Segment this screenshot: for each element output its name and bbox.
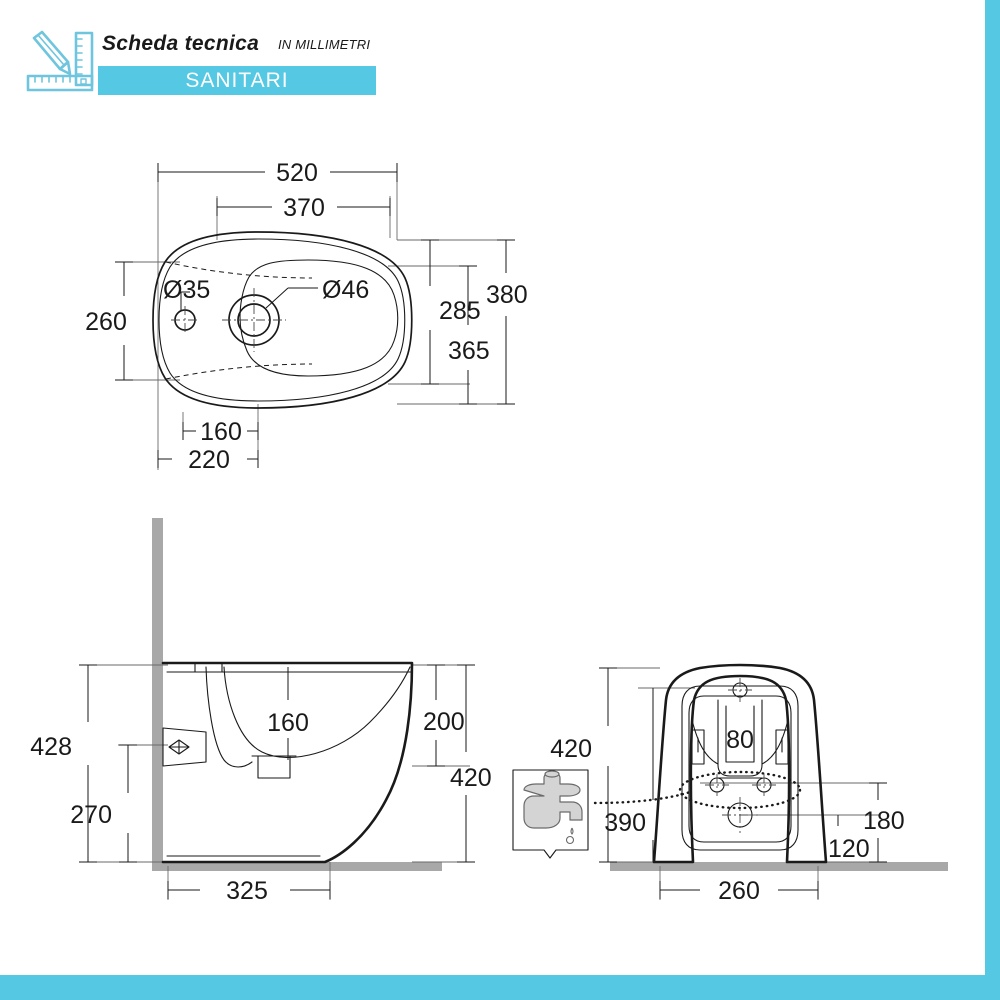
dimension-428: 428 <box>30 664 97 863</box>
fixing-hole-left <box>705 774 729 796</box>
bowl-inner-curve <box>223 666 411 758</box>
top-view: 520 370 260 <box>85 159 528 474</box>
dimension-160-side: 160 <box>267 667 309 760</box>
dimension-label: 220 <box>188 446 230 474</box>
dimension-label: 80 <box>726 726 754 754</box>
dimension-160-top: 160 <box>182 418 259 446</box>
header: Scheda tecnica IN MILLIMETRI SANITARI <box>0 0 420 110</box>
dimension-label: 420 <box>550 735 592 763</box>
dimension-325: 325 <box>167 877 331 905</box>
fixing-hole-right <box>752 774 776 796</box>
dimension-420-side: 420 <box>450 664 492 863</box>
dimension-label: 520 <box>276 159 318 187</box>
faucet-icon-frame <box>512 769 589 859</box>
hole-35 <box>171 306 199 334</box>
dimension-label: 428 <box>30 733 72 761</box>
dimension-520: 520 <box>157 159 398 187</box>
floor <box>152 862 442 871</box>
bowl-channel <box>717 699 763 777</box>
dimension-label: 260 <box>85 308 127 336</box>
bidet-side-profile <box>161 661 414 864</box>
dimension-label: 365 <box>448 337 490 365</box>
dimension-label: 390 <box>604 809 646 837</box>
diameter-label-35: Ø35 <box>163 276 210 304</box>
drain-hole-46 <box>222 288 286 352</box>
dimension-label: 200 <box>423 708 465 736</box>
category-band <box>98 66 376 95</box>
dimension-120: 120 <box>828 815 870 863</box>
dimension-285: 285 <box>421 239 481 385</box>
dimension-label: 420 <box>450 764 492 792</box>
diameter-label-46: Ø46 <box>322 276 369 304</box>
dimension-label: 260 <box>718 877 760 905</box>
dimension-label: 270 <box>70 801 112 829</box>
basin-inner-bowl <box>239 259 399 377</box>
hidden-water-path-ellipse <box>678 770 802 810</box>
dimension-label: 325 <box>226 877 268 905</box>
mounting-dash-line-lower <box>165 363 313 380</box>
pencil-ruler-icon <box>26 30 94 92</box>
faucet-icon <box>512 769 589 859</box>
dimension-label: 160 <box>200 418 242 446</box>
unit-label: IN MILLIMETRI <box>278 37 371 52</box>
wall <box>152 518 163 866</box>
tap-hole <box>728 678 752 702</box>
rim-notch <box>194 662 223 673</box>
dimension-390: 390 <box>604 688 654 862</box>
bowl-rim-inner <box>688 695 792 843</box>
bracket-crosshair <box>168 739 190 755</box>
dimension-365: 365 <box>448 265 490 405</box>
wall-bracket <box>162 727 207 767</box>
bidet-front-outline <box>652 663 828 864</box>
front-view: 420 390 180 120 <box>512 663 948 905</box>
category-label: SANITARI <box>185 69 289 92</box>
mounting-dash-line <box>165 261 313 279</box>
notch-left <box>691 729 705 765</box>
bowl-rim-outer <box>681 685 799 851</box>
bottom-accent-bar <box>0 975 1000 1000</box>
bowl-channel-inner <box>725 705 755 763</box>
rim-curve-right <box>761 719 789 765</box>
dimension-260: 260 <box>85 261 133 381</box>
drain-hole-front <box>722 797 758 833</box>
dimension-420-front: 420 <box>550 667 617 863</box>
notch-right <box>775 729 789 765</box>
dimension-label: 160 <box>267 709 309 737</box>
dimension-220: 220 <box>157 446 259 474</box>
dimension-label: 380 <box>486 281 528 309</box>
dimension-260-front: 260 <box>659 877 819 905</box>
front-floor <box>610 862 948 871</box>
dimension-270: 270 <box>70 744 137 863</box>
page-title: Scheda tecnica <box>102 32 260 55</box>
rim-curve-left <box>691 719 719 765</box>
dimension-label: 120 <box>828 835 870 863</box>
dimension-180: 180 <box>863 782 905 863</box>
dimension-200: 200 <box>423 664 465 767</box>
bowl-inner-curve-2 <box>205 666 253 768</box>
side-view: 428 270 160 200 <box>30 518 492 905</box>
basin-outer-outline <box>152 231 413 409</box>
hidden-supply-line <box>593 790 692 805</box>
dimension-label: 180 <box>863 807 905 835</box>
dimension-370: 370 <box>216 194 391 222</box>
dimension-label: 285 <box>439 297 481 325</box>
dimension-380: 380 <box>486 239 528 405</box>
right-accent-bar <box>985 0 1000 1000</box>
drain-box <box>257 755 291 779</box>
dimension-label: 370 <box>283 194 325 222</box>
basin-outer-outline-inner <box>158 238 406 402</box>
